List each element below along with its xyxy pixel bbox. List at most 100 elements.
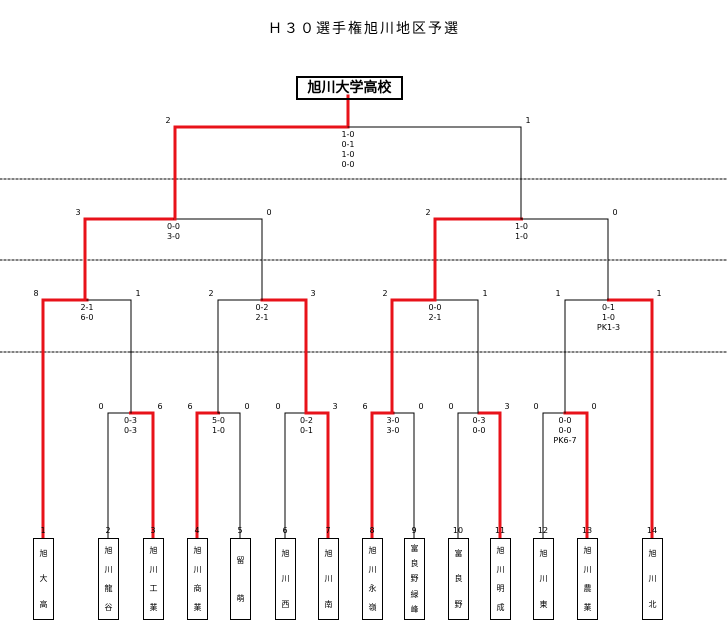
match-score-left: 0: [533, 402, 538, 411]
match-score-left: 2: [382, 289, 387, 298]
team-seed: 2: [105, 526, 110, 535]
match-score-left: 8: [33, 289, 38, 298]
team-name-char: 南: [324, 599, 333, 609]
team-name-char: 川: [149, 565, 158, 574]
match-half-score: 0-1: [341, 140, 354, 149]
match-half-score: 0-2: [255, 303, 268, 312]
match-half-score: 1-0: [602, 313, 615, 322]
match-half-score: 0-0: [167, 222, 180, 231]
team-box: 旭川明成: [490, 538, 511, 620]
match-half-score: 1-0: [341, 130, 354, 139]
team-name-char: 良: [410, 559, 419, 569]
match-half-score: 3-0: [386, 416, 399, 425]
match-half-score: 2-1: [80, 303, 93, 312]
team-seed: 1: [40, 526, 45, 535]
match-score-right: 1: [656, 289, 661, 298]
match-half-score: PK1-3: [597, 323, 620, 332]
match-half-score: 0-3: [124, 416, 137, 425]
team-name-char: 業: [193, 603, 202, 612]
team-name-char: 川: [281, 574, 290, 584]
team-name-char: 川: [324, 574, 333, 584]
match-score-right: 1: [525, 116, 530, 125]
match-half-score: 2-1: [255, 313, 268, 322]
team-name-char: 旭: [104, 546, 113, 555]
team-name-char: 明: [496, 584, 505, 593]
team-name-char: 永: [368, 584, 377, 593]
team-name-char: 萌: [236, 593, 245, 603]
match-half-score: 0-0: [472, 426, 485, 435]
match-score-right: 3: [504, 402, 509, 411]
team-name-char: 大: [39, 574, 48, 584]
team-box: 旭川農業: [577, 538, 598, 620]
match-half-score: 1-0: [212, 426, 225, 435]
match-half-score: 6-0: [80, 313, 93, 322]
team-box: 旭川東: [533, 538, 554, 620]
team-seed: 14: [647, 526, 657, 535]
team-name-char: 商: [193, 584, 202, 593]
match-score-left: 2: [425, 208, 430, 217]
team-seed: 9: [411, 526, 416, 535]
match-half-score: 0-0: [558, 416, 571, 425]
team-name-char: 工: [149, 584, 158, 593]
team-seed: 6: [282, 526, 287, 535]
team-name-char: 旭: [39, 549, 48, 559]
team-box: 旭川南: [318, 538, 339, 620]
team-name-char: 良: [454, 574, 463, 584]
team-name-char: 川: [193, 565, 202, 574]
team-name-char: 農: [583, 584, 592, 593]
match-score-right: 0: [591, 402, 596, 411]
match-half-score: 3-0: [167, 232, 180, 241]
team-name-char: 川: [496, 565, 505, 574]
match-score-right: 3: [310, 289, 315, 298]
match-score-right: 3: [332, 402, 337, 411]
team-name-char: 緑: [410, 589, 419, 599]
match-score-right: 0: [418, 402, 423, 411]
team-seed: 11: [495, 526, 505, 535]
match-score-left: 6: [187, 402, 192, 411]
match-half-score: 5-0: [212, 416, 225, 425]
match-half-score: 3-0: [386, 426, 399, 435]
team-seed: 3: [150, 526, 155, 535]
match-score-left: 3: [75, 208, 80, 217]
team-seed: 10: [453, 526, 463, 535]
match-half-score: PK6-7: [553, 436, 576, 445]
match-score-left: 0: [448, 402, 453, 411]
team-name-char: 峰: [410, 604, 419, 614]
team-name-char: 旭: [324, 549, 333, 559]
team-name-char: 旭: [149, 546, 158, 555]
team-name-char: 成: [496, 603, 505, 612]
match-score-right: 1: [482, 289, 487, 298]
match-score-left: 6: [362, 402, 367, 411]
team-seed: 7: [325, 526, 330, 535]
team-name-char: 西: [281, 599, 290, 609]
team-box: 旭川工業: [143, 538, 164, 620]
match-score-left: 2: [165, 116, 170, 125]
match-half-score: 0-3: [472, 416, 485, 425]
match-half-score: 1-0: [341, 150, 354, 159]
match-score-left: 0: [98, 402, 103, 411]
match-score-right: 0: [266, 208, 271, 217]
match-half-score: 1-0: [515, 232, 528, 241]
team-name-char: 野: [410, 574, 419, 584]
team-box: 旭川西: [275, 538, 296, 620]
team-name-char: 谷: [104, 603, 113, 612]
team-box: 留萌: [230, 538, 251, 620]
team-name-char: 旭: [496, 546, 505, 555]
team-seed: 13: [582, 526, 592, 535]
team-name-char: 旭: [281, 549, 290, 559]
team-name-char: 野: [454, 599, 463, 609]
match-half-score: 0-0: [558, 426, 571, 435]
page-title: Ｈ３０選手権旭川地区予選: [268, 21, 460, 37]
team-box: 富良野: [448, 538, 469, 620]
team-seed: 5: [237, 526, 242, 535]
team-name-char: 東: [539, 599, 548, 609]
team-name-char: 富: [454, 549, 463, 559]
team-name-char: 龍: [104, 584, 113, 593]
match-score-right: 1: [135, 289, 140, 298]
match-half-score: 0-1: [300, 426, 313, 435]
team-seed: 12: [538, 526, 548, 535]
team-box: 旭川永嶺: [362, 538, 383, 620]
team-name-char: 旭: [648, 549, 657, 559]
team-name-char: 旭: [583, 546, 592, 555]
